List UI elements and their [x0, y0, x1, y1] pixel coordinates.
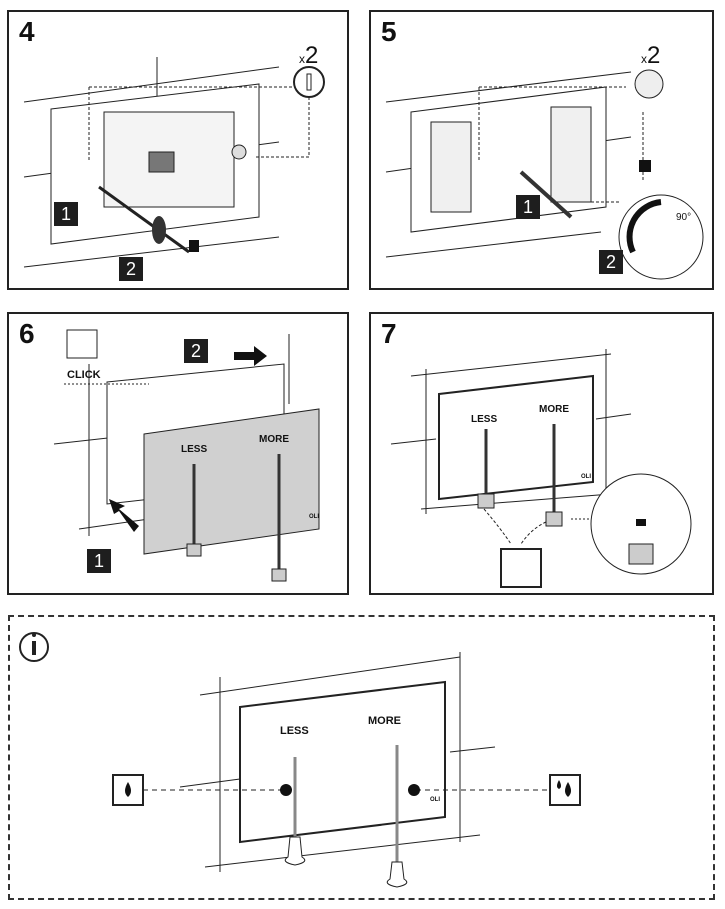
step-number: 5	[381, 16, 397, 47]
step-4-panel: 4 x2 1 2	[7, 10, 349, 290]
step-4-illustration	[23, 57, 325, 268]
more-button-label: MORE	[368, 715, 401, 727]
brand-label: OLI	[430, 797, 440, 803]
step-5-illustration	[385, 69, 704, 280]
trash-bin-icon	[500, 548, 542, 588]
less-button-label: LESS	[471, 414, 498, 425]
callout-2: 2	[119, 257, 143, 281]
multiple-drops-icon	[549, 774, 581, 806]
callout-2: 2	[184, 339, 208, 363]
step-number: 7	[381, 318, 397, 349]
step-7-panel: 7 LESS MORE OLI	[369, 312, 714, 595]
step-6-panel: 6 CLICK LESS MORE OLI 2 1	[7, 312, 349, 595]
quantity-label: x2	[641, 42, 661, 69]
click-label: CLICK	[67, 369, 101, 381]
step-6-illustration	[53, 329, 320, 582]
angle-label: 90°	[676, 212, 692, 223]
lock-icon	[189, 240, 199, 252]
step-7-illustration	[390, 349, 692, 588]
step-5-panel: 5 x2 90° 1 2	[369, 10, 714, 290]
callout-2: 2	[599, 250, 623, 274]
step-number: 6	[19, 318, 35, 349]
callout-1: 1	[87, 549, 111, 573]
more-button-label: MORE	[259, 434, 289, 445]
info-illustration	[19, 632, 581, 888]
quantity-label: x2	[299, 42, 319, 69]
callout-1: 1	[516, 195, 540, 219]
callout-1: 1	[54, 202, 78, 226]
info-panel: LESS MORE OLI	[8, 615, 715, 900]
step-number: 4	[19, 16, 35, 47]
brand-label: OLI	[581, 474, 591, 480]
more-button-label: MORE	[539, 404, 569, 415]
hearing-icon	[66, 329, 98, 359]
lock-icon	[639, 160, 651, 172]
brand-label: OLI	[309, 514, 319, 520]
less-button-label: LESS	[280, 725, 309, 737]
less-button-label: LESS	[181, 444, 208, 455]
